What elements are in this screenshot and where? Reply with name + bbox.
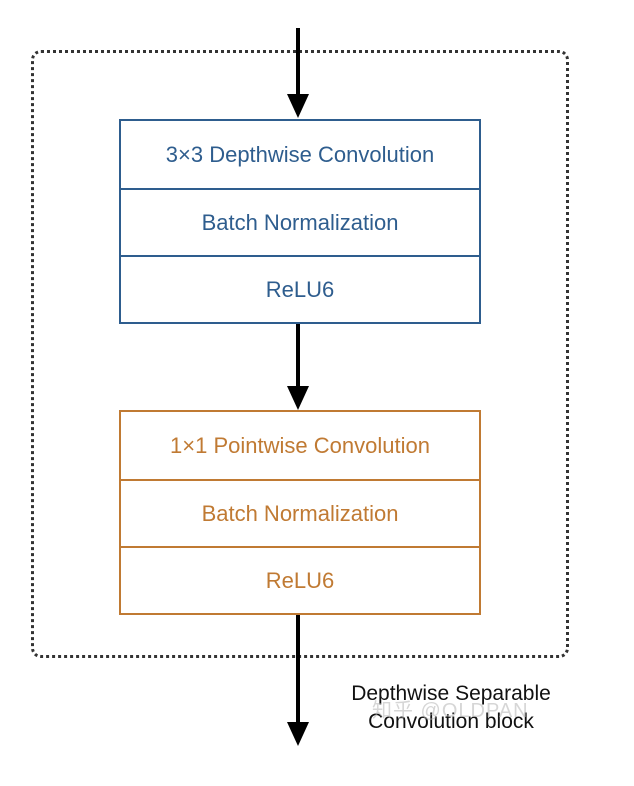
pointwise-batchnorm-layer: Batch Normalization <box>121 479 479 546</box>
pointwise-conv-layer: 1×1 Pointwise Convolution <box>170 432 430 458</box>
caption-line-1: Depthwise Separable <box>351 682 551 705</box>
pointwise-relu6-layer: ReLU6 <box>121 546 479 613</box>
block-caption: Depthwise Separable Convolution block <box>316 680 586 736</box>
depthwise-relu6-layer: ReLU6 <box>121 255 479 322</box>
watermark-text: 知乎 @OLDPAN <box>372 700 529 722</box>
pointwise-block: 1×1 Pointwise Convolution Batch Normaliz… <box>119 410 481 615</box>
depthwise-block: 3×3 Depthwise Convolution Batch Normaliz… <box>119 119 481 324</box>
depthwise-conv-layer: 3×3 Depthwise Convolution <box>165 141 435 167</box>
middle-arrow <box>287 322 309 410</box>
input-arrow <box>287 28 309 118</box>
depthwise-batchnorm-layer: Batch Normalization <box>121 188 479 255</box>
caption-line-2: Convolution block <box>368 710 534 733</box>
output-arrow <box>287 614 309 746</box>
